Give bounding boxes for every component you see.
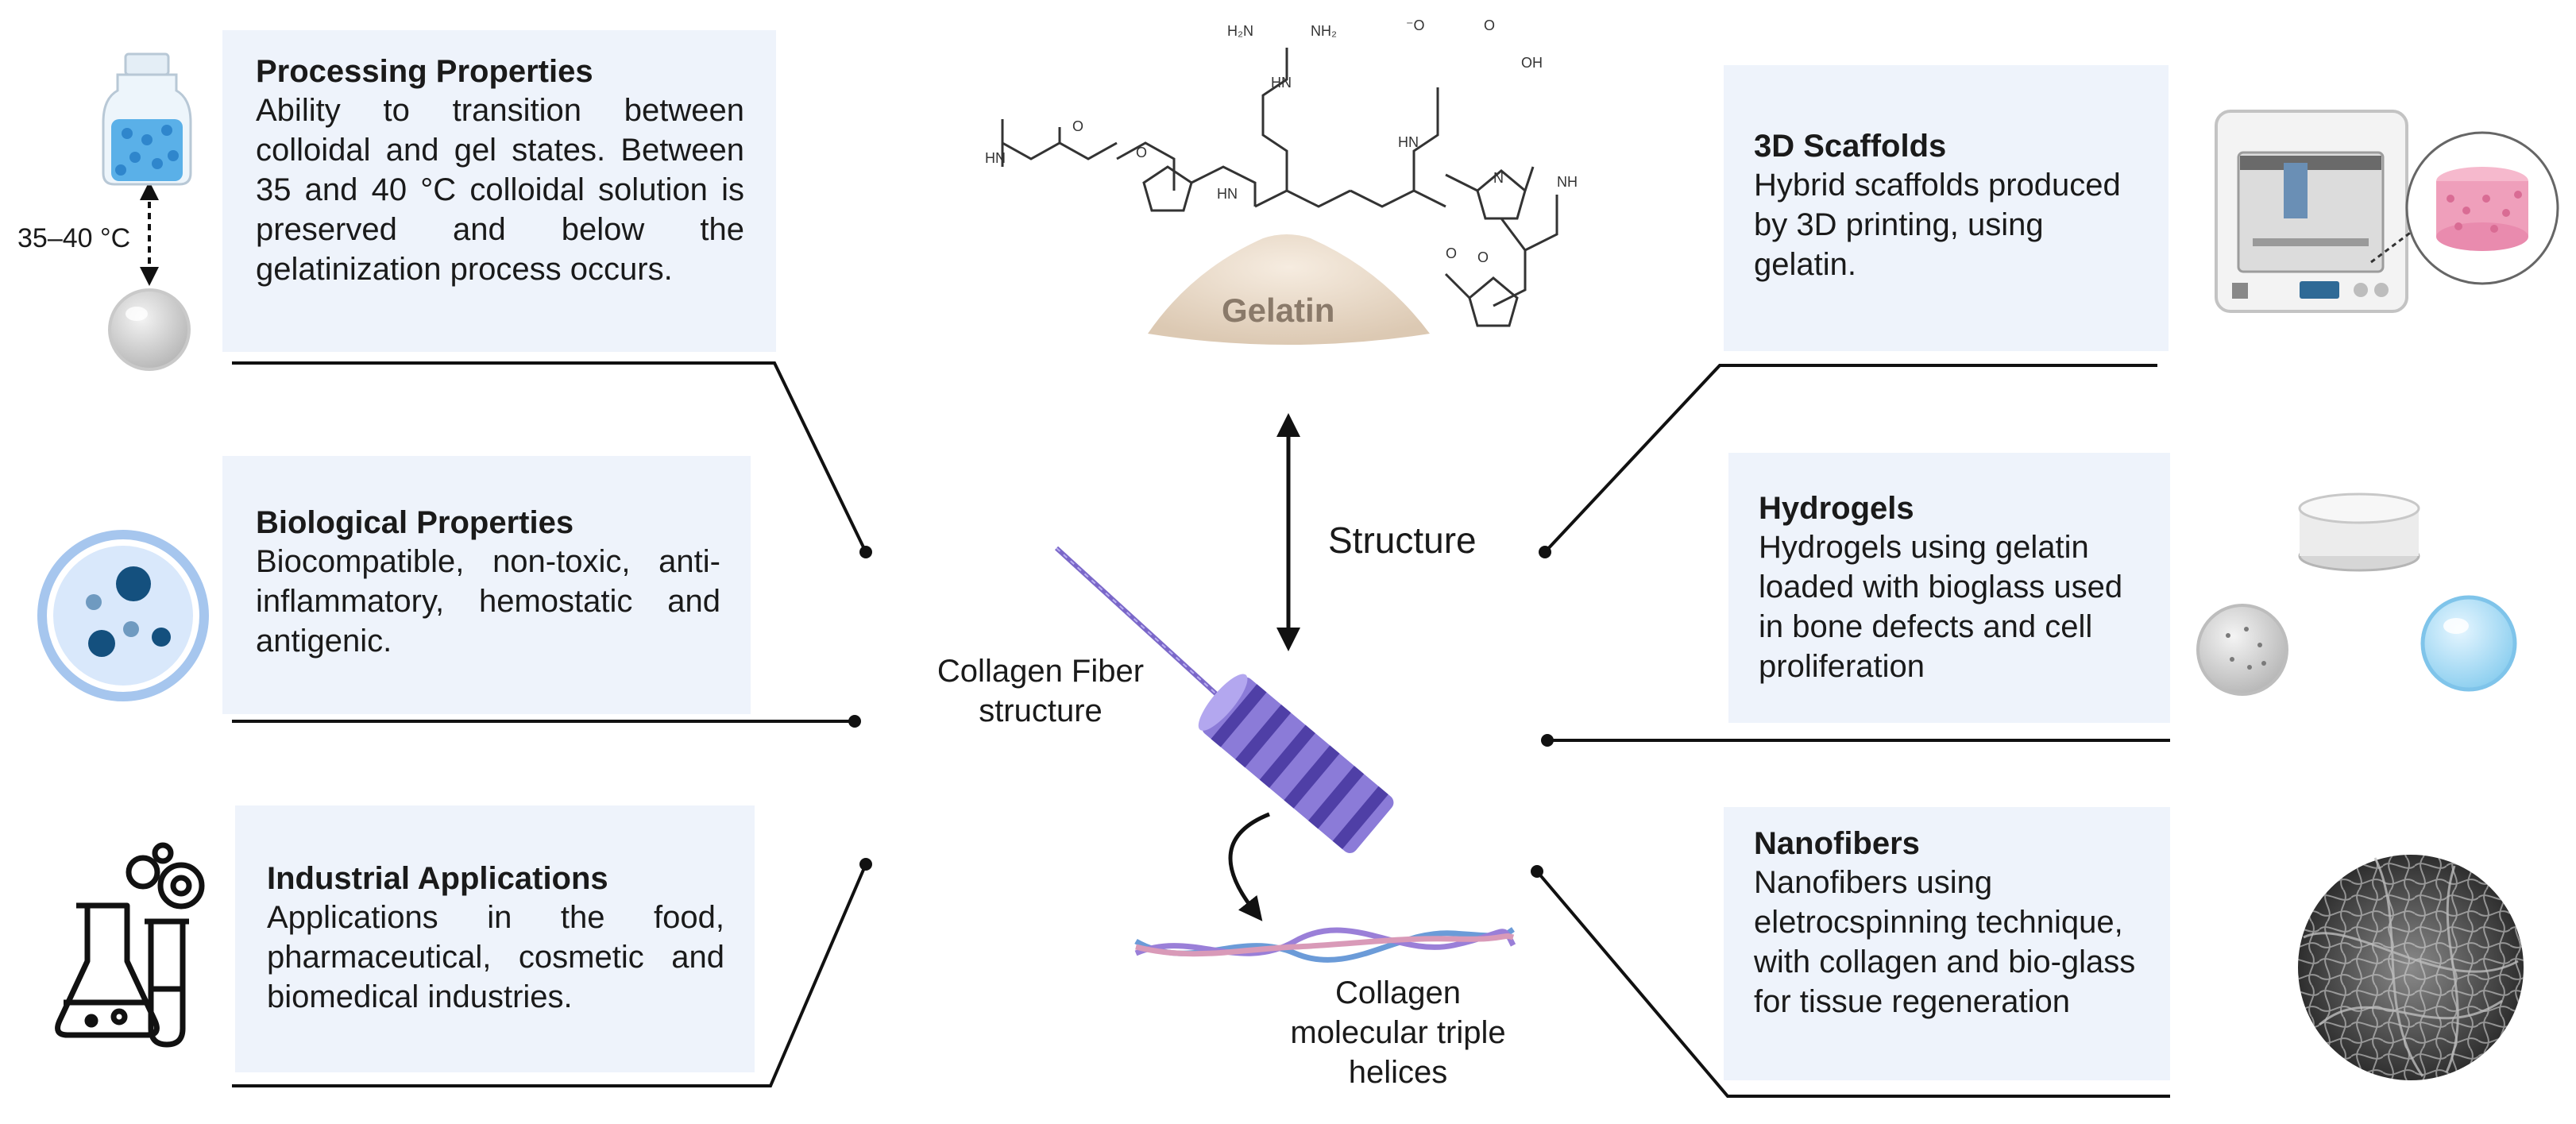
connector-dot xyxy=(859,858,872,871)
temperature-label: 35–40 °C xyxy=(17,223,131,253)
3d-scaffolds-text: Hybrid scaffolds produced by 3D printing… xyxy=(1754,168,2121,282)
connector-dot xyxy=(848,715,861,728)
processing-properties-text: Ability to transition between colloidal … xyxy=(256,93,744,287)
connector-dot xyxy=(859,546,872,558)
hydrogels-text: Hydrogels using gelatin loaded with biog… xyxy=(1759,530,2123,684)
gelatin-chemical-structure xyxy=(1001,48,1558,327)
svg-text:HN: HN xyxy=(1217,186,1238,202)
svg-text:N: N xyxy=(1493,170,1504,186)
connector-dot xyxy=(1541,734,1554,747)
triple-helix-label: Collagen molecular triple helices xyxy=(1290,975,1506,1090)
industrial-applications-panel: Industrial Applications Applications in … xyxy=(235,805,755,1072)
connector-dot xyxy=(1539,546,1551,558)
svg-text:O: O xyxy=(1136,145,1147,160)
lab-flask-icon xyxy=(55,842,205,1048)
processing-properties-title: Processing Properties xyxy=(256,54,593,89)
svg-text:OH: OH xyxy=(1521,55,1543,71)
connector-nanofibers xyxy=(1535,870,2170,1098)
3d-scaffolds-panel: 3D Scaffolds Hybrid scaffolds produced b… xyxy=(1724,65,2169,351)
hydrogels-panel: Hydrogels Hydrogels using gelatin loaded… xyxy=(1728,453,2170,723)
connector-scaffolds xyxy=(1543,364,2157,554)
curved-arrow xyxy=(1228,812,1270,921)
gelatin-powder-pile xyxy=(1148,234,1430,345)
nanofibers-title: Nanofibers xyxy=(1754,826,1920,861)
svg-text:HN: HN xyxy=(1398,134,1419,150)
hydrogels-title: Hydrogels xyxy=(1759,491,1914,526)
vial-icon xyxy=(102,52,192,186)
connector-industrial xyxy=(232,863,867,1087)
biological-properties-text: Biocompatible, non-toxic, anti-inflammat… xyxy=(256,544,720,659)
svg-text:⁻O: ⁻O xyxy=(1406,17,1425,33)
nanofiber-mesh-icon xyxy=(2298,855,2524,1080)
svg-text:NH₂: NH₂ xyxy=(1311,23,1337,39)
triple-helix-icon xyxy=(1134,927,1516,963)
svg-text:HN: HN xyxy=(985,150,1006,166)
nanofibers-text: Nanofibers using eletrocspinning techniq… xyxy=(1754,865,2136,1019)
collagen-fiber-icon xyxy=(1054,546,1394,853)
connector-dots xyxy=(848,546,1554,878)
biological-properties-title: Biological Properties xyxy=(256,505,574,540)
svg-text:O: O xyxy=(1446,245,1457,261)
connector-lines xyxy=(232,361,2170,1098)
3d-scaffolds-title: 3D Scaffolds xyxy=(1754,129,1947,164)
svg-text:O: O xyxy=(1477,249,1489,265)
nanofibers-panel: Nanofibers Nanofibers using eletrocspinn… xyxy=(1724,807,2170,1080)
svg-text:HN: HN xyxy=(1271,75,1292,91)
droplet-icon xyxy=(108,288,191,371)
connector-dot xyxy=(1531,865,1543,878)
svg-text:O: O xyxy=(1484,17,1495,33)
connector-processing xyxy=(232,361,867,553)
hydrogel-icon xyxy=(2196,492,2517,696)
processing-properties-panel: Processing Properties Ability to transit… xyxy=(222,30,776,352)
collagen-fiber-label: Collagen Fiber structure xyxy=(937,654,1145,728)
cell-dish-icon xyxy=(37,530,209,701)
chem-atom-labels: HN O O HN H₂N NH₂ HN ⁻O O HN OH NH N O O xyxy=(985,17,1578,265)
gelatin-label: Gelatin xyxy=(1222,292,1335,329)
structure-label: Structure xyxy=(1328,520,1477,561)
svg-text:NH: NH xyxy=(1557,174,1578,190)
biological-properties-panel: Biological Properties Biocompatible, non… xyxy=(222,456,751,714)
industrial-applications-text: Applications in the food, pharmaceutical… xyxy=(267,900,724,1014)
svg-text:O: O xyxy=(1072,118,1083,134)
3d-printer-icon xyxy=(2215,110,2559,313)
svg-text:H₂N: H₂N xyxy=(1227,23,1253,39)
industrial-applications-title: Industrial Applications xyxy=(267,861,608,896)
